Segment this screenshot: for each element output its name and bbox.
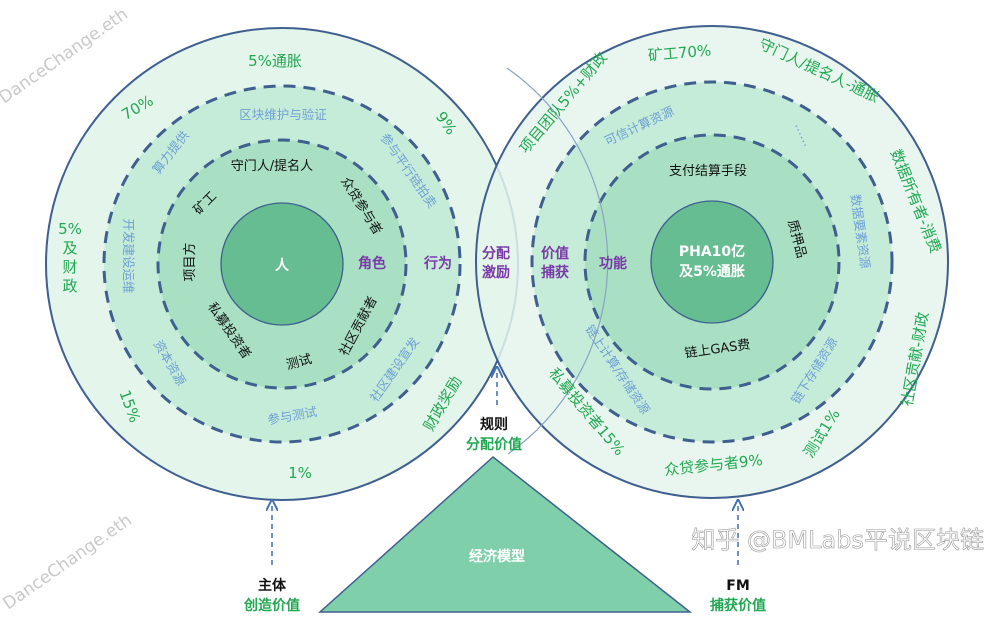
share-5pct-line: 及 [62,239,77,257]
share-5pct-line: 5% [58,220,82,238]
role-testing: 测试 [285,352,314,373]
overlap-arc [506,67,609,455]
right-core [650,200,774,324]
layer-label-behavior: 行为 [423,255,452,272]
rule-subtitle: 分配价值 [466,436,522,453]
role-gatekeeper: 守门人/提名人 [231,158,313,174]
share-5pct-treasury: 5%及财政 [58,220,82,295]
economic-model-label: 经济模型 [469,548,525,565]
left-core [220,202,344,326]
right-core-line1: PHA10亿 [679,243,745,260]
share-1pct: 1% [288,464,312,482]
layer-label-roles: 角色 [358,255,386,272]
alloc-miner: 矿工70% [647,41,712,64]
subject-title: 主体 [258,577,287,594]
distribute-label-2: 激励 [482,264,510,281]
share-inflation: 5%通胀 [248,52,302,70]
watermark: DanceChange.eth [0,4,132,108]
left-circle-participants [45,27,519,501]
layer-label-function: 功能 [599,255,627,272]
subject-subtitle: 创造价值 [243,597,300,614]
distribute-label-1: 分配 [482,246,510,262]
behavior-dev-ops: 开发建设运维 [121,218,136,293]
function-payment: 支付结算手段 [669,164,747,179]
rule-title: 规则 [480,416,508,433]
watermark: DanceChange.eth [0,510,136,614]
layer-label-value-1: 价值 [541,245,569,262]
right-circle-token [475,25,949,499]
right-core-line2: 及5%通胀 [679,264,745,280]
share-5pct-line: 政 [62,277,77,295]
economic-model-triangle [318,456,693,613]
token-title: FM [726,578,750,594]
behavior-block-maintenance: 区块维护与验证 [239,107,327,122]
token-subtitle: 捕获价值 [710,597,766,614]
share-5pct-line: 财 [62,258,77,276]
left-core-label: 人 [275,257,290,274]
source-watermark: 知乎 @BMLabs平说区块链 [691,526,984,554]
layer-label-value-2: 捕获 [541,264,569,281]
role-project: 项目方 [182,242,198,281]
